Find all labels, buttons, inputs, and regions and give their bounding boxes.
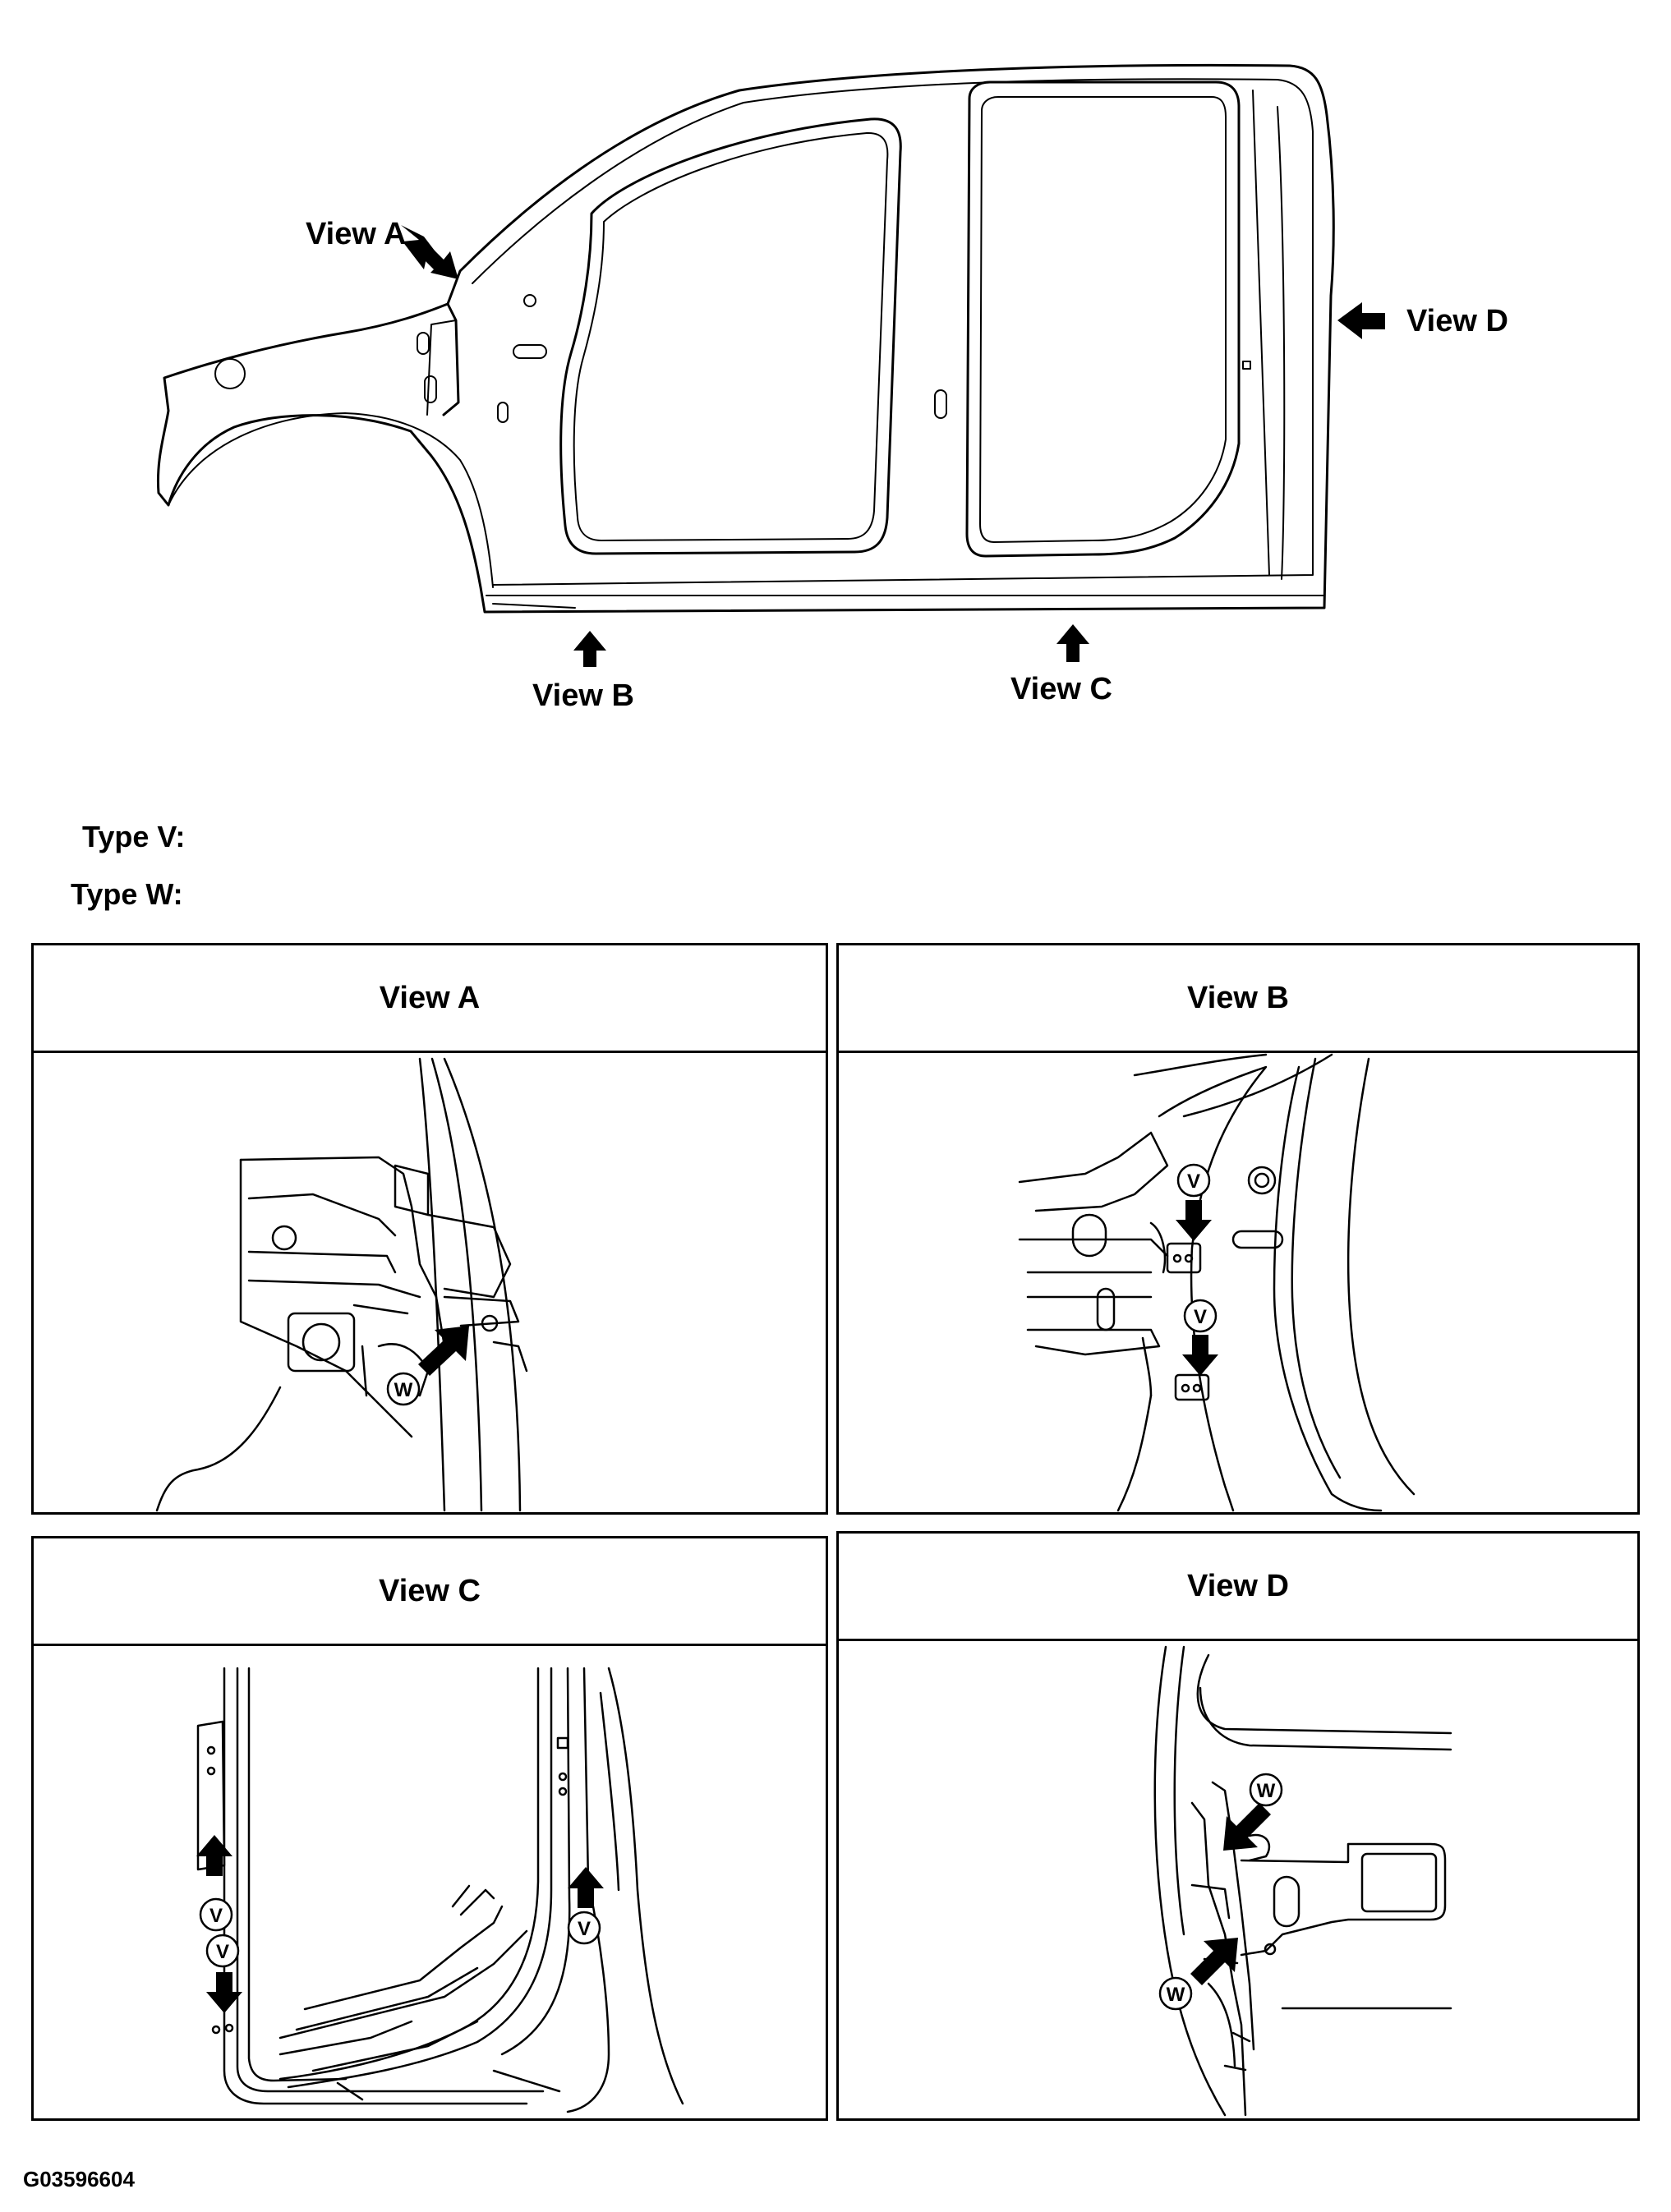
svg-text:V: V: [216, 1941, 229, 1963]
panel-view-c: View C: [31, 1536, 828, 2121]
callout-view-b: View B: [532, 678, 634, 713]
panel-view-d: View D W: [836, 1531, 1640, 2121]
panel-view-a: View A: [31, 943, 828, 1515]
arrow-icon: [196, 1835, 232, 1876]
panel-view-b: View B: [836, 943, 1640, 1515]
panel-title: View A: [34, 945, 826, 1053]
arrow-icon: [1190, 1938, 1238, 1985]
weld-marker-w: W: [1249, 1773, 1283, 1807]
arrow-icon: [1337, 302, 1385, 339]
callout-view-c: View C: [1010, 672, 1112, 706]
panel-title: View C: [34, 1538, 826, 1646]
weld-marker-v: V: [205, 1934, 240, 1968]
panel-drawing: W W: [839, 1639, 1637, 2118]
rear-door-opening: [965, 80, 1241, 558]
weld-marker-w: W: [1158, 1976, 1193, 2011]
svg-text:W: W: [1257, 1780, 1276, 1802]
weld-marker-v: V: [1176, 1163, 1211, 1198]
arrow-icon: [1223, 1803, 1271, 1851]
front-door-opening: [559, 117, 902, 555]
legend-type-w: Type W:: [71, 877, 183, 911]
svg-text:V: V: [578, 1918, 591, 1940]
svg-text:V: V: [1187, 1170, 1200, 1193]
callout-view-d: View D: [1406, 304, 1508, 338]
arrow-icon: [1182, 1335, 1218, 1376]
svg-text:W: W: [1167, 1984, 1185, 2006]
panel-drawing: V V: [839, 1051, 1637, 1512]
svg-text:V: V: [1194, 1306, 1207, 1328]
arrow-icon: [573, 631, 606, 667]
arrow-icon: [418, 1326, 469, 1376]
weld-marker-v: V: [567, 1911, 601, 1945]
arrow-icon: [1056, 624, 1089, 662]
weld-marker-w: W: [386, 1372, 421, 1406]
arrow-icon: [421, 246, 458, 279]
body-side-outline: [156, 63, 1335, 614]
svg-text:W: W: [394, 1379, 413, 1401]
weld-marker-v: V: [199, 1897, 233, 1932]
panel-drawing: V V V: [34, 1644, 826, 2118]
figure-id: G03596604: [23, 2167, 135, 2191]
body-side-overview: [156, 63, 1385, 667]
panel-title: View B: [839, 945, 1637, 1053]
panel-drawing: W: [34, 1051, 826, 1512]
arrow-icon: [1176, 1200, 1212, 1241]
arrow-icon: [568, 1867, 604, 1908]
svg-text:V: V: [209, 1905, 223, 1927]
weld-marker-v: V: [1183, 1299, 1218, 1333]
legend-type-v: Type V:: [82, 820, 186, 853]
panel-title: View D: [839, 1534, 1637, 1641]
callout-view-a: View A: [306, 217, 407, 251]
arrow-icon: [206, 1972, 242, 2013]
